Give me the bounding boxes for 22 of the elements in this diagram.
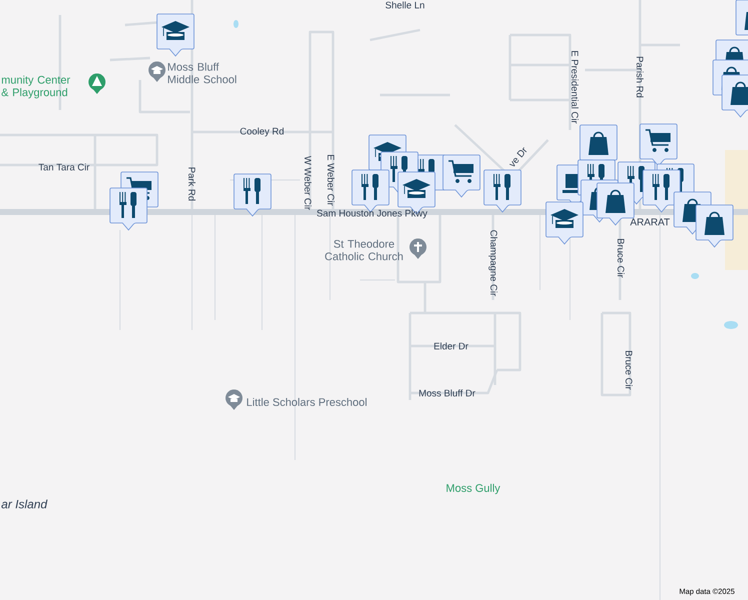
street-label: E Presidential Cir xyxy=(572,51,578,124)
place-label: Moss Bluff Middle School xyxy=(168,62,236,84)
place-label: Little Scholars Preschool xyxy=(247,398,366,406)
street-label: Elder Dr xyxy=(434,342,468,350)
street-label: Shelle Ln xyxy=(386,2,424,8)
street-label: Park Rd xyxy=(188,168,196,201)
place-label: Moss Gully xyxy=(446,484,500,494)
street-label: Cooley Rd xyxy=(240,128,284,136)
street-label: Sam Houston Jones Pkwy xyxy=(317,210,428,218)
street-label: Parish Rd xyxy=(636,56,644,98)
street-label: ve Dr xyxy=(509,147,527,166)
street-label: E Weber Cir xyxy=(328,155,334,206)
town-label: ARARAT xyxy=(630,218,670,226)
street-label: Tan Tara Cir xyxy=(38,164,90,170)
place-label: St Theodore Catholic Church xyxy=(325,240,403,260)
street-label: Bruce Cir xyxy=(626,350,632,390)
street-label: Bruce Cir xyxy=(618,238,624,278)
street-label: Champagne Cir xyxy=(488,230,498,296)
street-label: Moss Bluff Dr xyxy=(419,390,476,396)
place-label: ar Island xyxy=(1,500,48,508)
place-label: munity Center & Playground xyxy=(2,76,70,98)
street-label: W Weber Cir xyxy=(304,156,312,210)
